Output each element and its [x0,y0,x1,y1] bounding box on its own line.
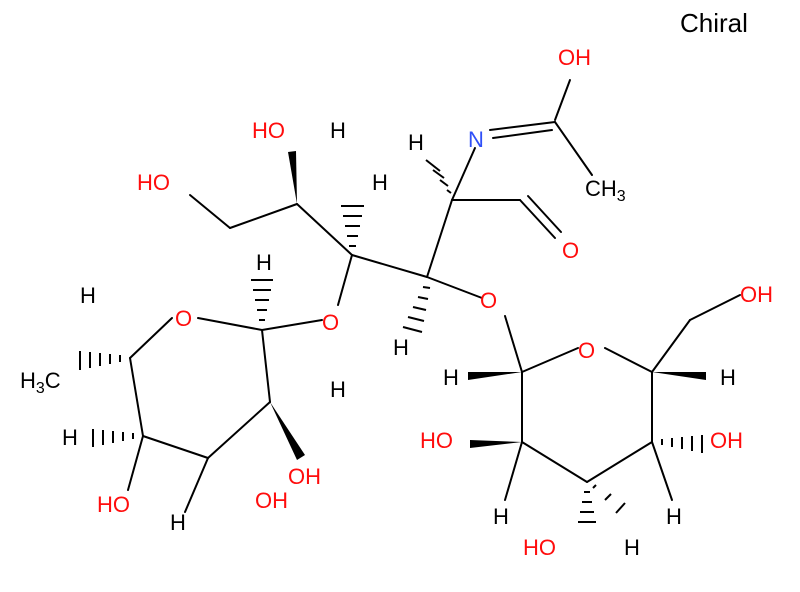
bond-fuc-c3-h [184,457,209,513]
gal-h2-label: H [493,504,509,529]
gal-h4-label: H [666,504,682,529]
gal-ring-o-label: O [578,338,595,363]
wedge-fuc-c2-oh [270,402,305,460]
bond-c2-n [451,147,476,201]
oh-top-label: OH [558,45,591,70]
bond-c6-c5 [229,203,298,229]
bond-o-fucc1 [261,319,323,331]
chiral-label: Chiral [680,8,748,38]
gal-oh6-label: OH [740,282,773,307]
h-c5-label: H [330,118,346,143]
wedge-gal-c1-h [468,372,522,380]
ho-c6-label: HO [137,170,170,195]
wedge-gal-c2-ho [470,440,522,448]
wedge-c5-oh [288,151,297,204]
h-c3-label: H [393,335,409,360]
hash-bonds [79,159,703,523]
ch3-text: CH3 [585,176,626,205]
fuc-oh3-label: OH [255,488,288,513]
gal-h1-label: H [443,365,459,390]
fuc-h2-label: H [330,377,346,402]
bond-gal-c5-c6 [651,319,691,373]
gal-oh4-label: OH [710,428,743,453]
bond-c3-o [426,276,483,299]
fuc-h5-label: H [80,283,96,308]
bond-fuc-ring-o-c1 [197,317,263,331]
gal-h3-label: H [624,535,640,560]
bond-fuc-c3-c4 [142,435,209,459]
bond-c4-c3 [351,254,428,278]
bond-gal-c3-c4 [586,441,653,483]
gal-h5-label: H [720,365,736,390]
fuc-h1-label: H [256,250,272,275]
fuc-ch3-label: H3C [20,368,61,397]
bond-n-c-double [492,129,553,139]
gal-ho3-label: HO [523,535,556,560]
bond-gal-ring-o-c5 [604,347,653,373]
bond-gal-c2-c3 [521,441,588,483]
fuc-h3-label: H [170,510,186,535]
ho-c5-label: HO [252,118,285,143]
o-c3-label: O [480,288,497,313]
bond-c1-o-double [527,195,562,233]
h-c2-label: H [408,130,424,155]
bond-fuc-c2-c3 [207,401,271,459]
gal-ho2-label: HO [420,428,453,453]
bond-n-c [489,121,556,131]
fuc-oh2-label: OH [288,464,321,489]
bond-c5-c4 [296,203,353,256]
bond-fuc-c4-ho [127,435,144,491]
fuc-h4-label: H [62,425,78,450]
bond-fuc-ring-o-c5 [129,317,173,359]
bond-fuc-c1-c2 [261,329,271,403]
bond-o-galc1 [504,315,523,373]
bond-c4-o [337,254,353,306]
fuc-ho4-label: HO [97,492,130,517]
bond-c-ch3 [554,121,593,176]
ch3-label: CH3 [585,176,626,205]
o-c4-label: O [322,310,339,335]
bond-c-oh [554,79,571,121]
bond-gal-c2-h [504,441,523,501]
nitrogen-label: N [468,127,484,152]
bond-c1-o [519,199,556,239]
bond-fuc-c4-c5 [129,357,144,437]
bond-gal-c4-h [651,441,673,501]
bond-c3-c2 [426,199,453,278]
bond-ho-c6 [189,194,231,229]
fuc-ring-o-label: O [175,306,192,331]
o-aldehyde-label: O [562,238,579,263]
bond-gal-c6-oh [689,294,741,321]
bond-gal-c1-ring-o [521,347,579,373]
wedge-gal-c5-h [652,372,706,380]
bonds [127,79,741,513]
h-c4-label: H [372,170,388,195]
wedge-bonds [270,151,706,460]
